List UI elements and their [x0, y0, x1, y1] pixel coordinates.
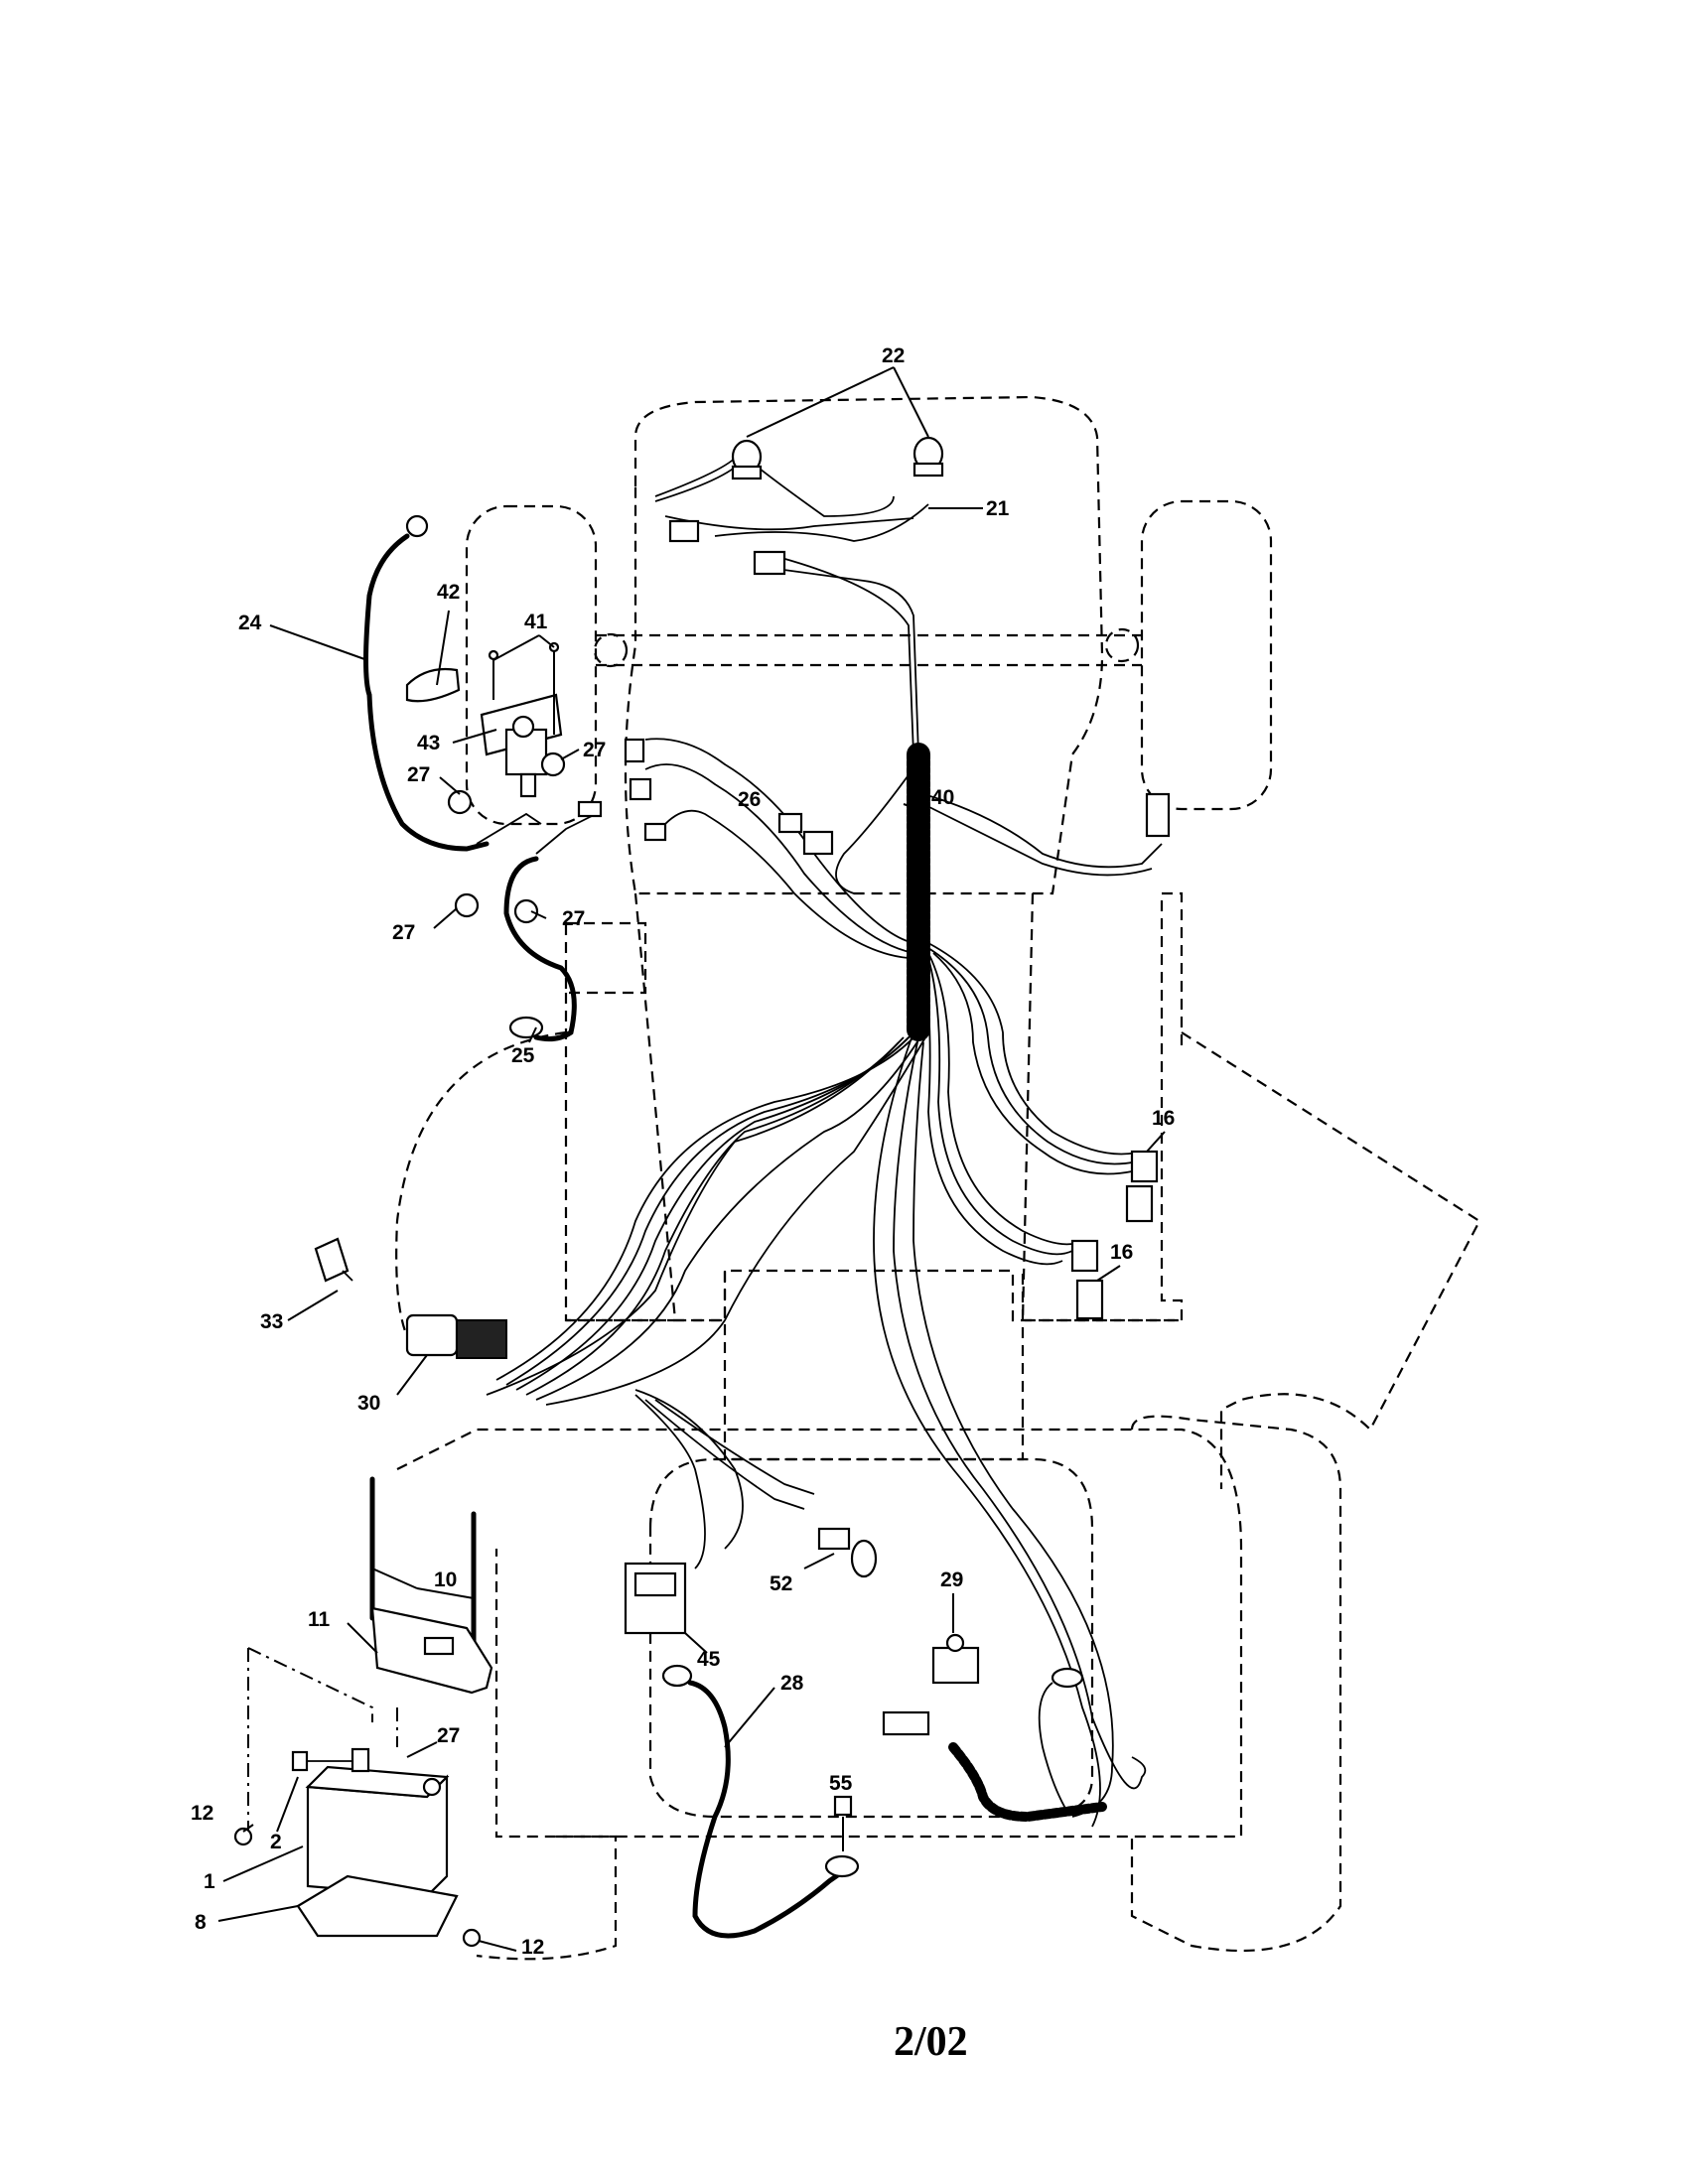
callout-29: 29 [940, 1569, 963, 1591]
callout-25: 25 [511, 1044, 535, 1067]
callout-22: 22 [882, 344, 905, 367]
battery-tray-8 [296, 1874, 459, 1938]
callout-labels: 22 21 24 42 41 43 27 27 27 27 26 40 25 1… [191, 344, 1175, 1959]
callout-30: 30 [357, 1392, 380, 1415]
ignition-key-33 [314, 1237, 353, 1283]
tractor-outline [247, 395, 1481, 1961]
callout-12-b: 12 [521, 1936, 544, 1959]
battery-tray-outline [247, 1647, 398, 1846]
callout-26: 26 [738, 788, 761, 811]
seat-area [723, 1271, 1025, 1461]
nuts-27 [447, 751, 566, 924]
callout-16-b: 16 [1110, 1241, 1133, 1264]
callout-16-a: 16 [1152, 1107, 1175, 1130]
bolts-41 [488, 641, 560, 735]
callout-8: 8 [195, 1911, 207, 1934]
headlight-harness [654, 450, 929, 755]
seat-switch-coil [882, 1667, 1107, 1823]
battery-1 [305, 1765, 450, 1898]
connector-16-lower [1070, 1239, 1104, 1320]
callout-45: 45 [697, 1648, 721, 1671]
mower-deck-left [395, 1030, 567, 1351]
callout-27-e: 27 [437, 1724, 460, 1747]
battery-hardware [233, 1747, 482, 1948]
callout-21: 21 [986, 497, 1010, 520]
callout-40: 40 [931, 786, 954, 809]
front-axle [596, 633, 1142, 667]
callout-1: 1 [204, 1870, 215, 1893]
front-left-tire [465, 504, 598, 826]
switch-29 [931, 1633, 980, 1685]
leader-lines [217, 366, 1166, 1952]
ignition-switch-30 [405, 1313, 507, 1359]
rear-left-tire [476, 1835, 618, 1961]
callout-27-d: 27 [562, 907, 585, 930]
axle-right-pivot [1104, 627, 1140, 663]
starter-cable-25 [503, 856, 577, 1042]
callout-28: 28 [780, 1672, 804, 1695]
hold-down-rods-10 [369, 1476, 477, 1651]
footer-date: 2/02 [894, 2019, 968, 2065]
callout-52: 52 [770, 1572, 792, 1595]
callout-27-a: 27 [407, 763, 430, 786]
solenoid-43 [480, 693, 563, 798]
main-harness-loom [486, 738, 1163, 1828]
callout-10: 10 [434, 1569, 457, 1591]
harness-connector [753, 550, 786, 576]
front-right-tire [1140, 499, 1273, 811]
callout-33: 33 [260, 1310, 283, 1333]
hold-down-bracket-11 [370, 1606, 493, 1695]
battery-cable-24 [363, 514, 490, 852]
callout-42: 42 [437, 581, 460, 604]
connector-16-upper [1125, 1150, 1159, 1223]
headlight-plug [668, 519, 700, 543]
callout-43: 43 [417, 732, 440, 754]
callout-24: 24 [238, 612, 262, 634]
terminal-boot-42 [405, 667, 461, 703]
headlight-bulb-left [731, 439, 763, 480]
connector-52 [817, 1527, 878, 1578]
callout-27-b: 27 [583, 739, 606, 761]
callout-12-a: 12 [191, 1802, 213, 1825]
fender-pan [648, 1457, 1094, 1819]
callout-11: 11 [308, 1608, 331, 1631]
connector-26 [777, 812, 834, 856]
mower-deck-right [1181, 1031, 1481, 1489]
callout-41: 41 [524, 611, 548, 633]
hood-outline [624, 395, 1104, 895]
solenoid-wires [476, 800, 603, 855]
callout-2: 2 [270, 1831, 282, 1853]
hood-connectors [624, 738, 667, 842]
callout-27-c: 27 [392, 921, 415, 944]
callout-55: 55 [829, 1772, 853, 1795]
bolt-55 [833, 1795, 853, 1851]
headlight-bulb-right [912, 436, 944, 478]
ground-cable-28 [661, 1664, 860, 1939]
module-45 [624, 1562, 687, 1635]
rear-body [396, 1428, 1243, 1839]
rear-right-tire [1130, 1415, 1342, 1952]
axle-left-pivot [593, 632, 629, 668]
right-side-connector [1145, 792, 1171, 838]
